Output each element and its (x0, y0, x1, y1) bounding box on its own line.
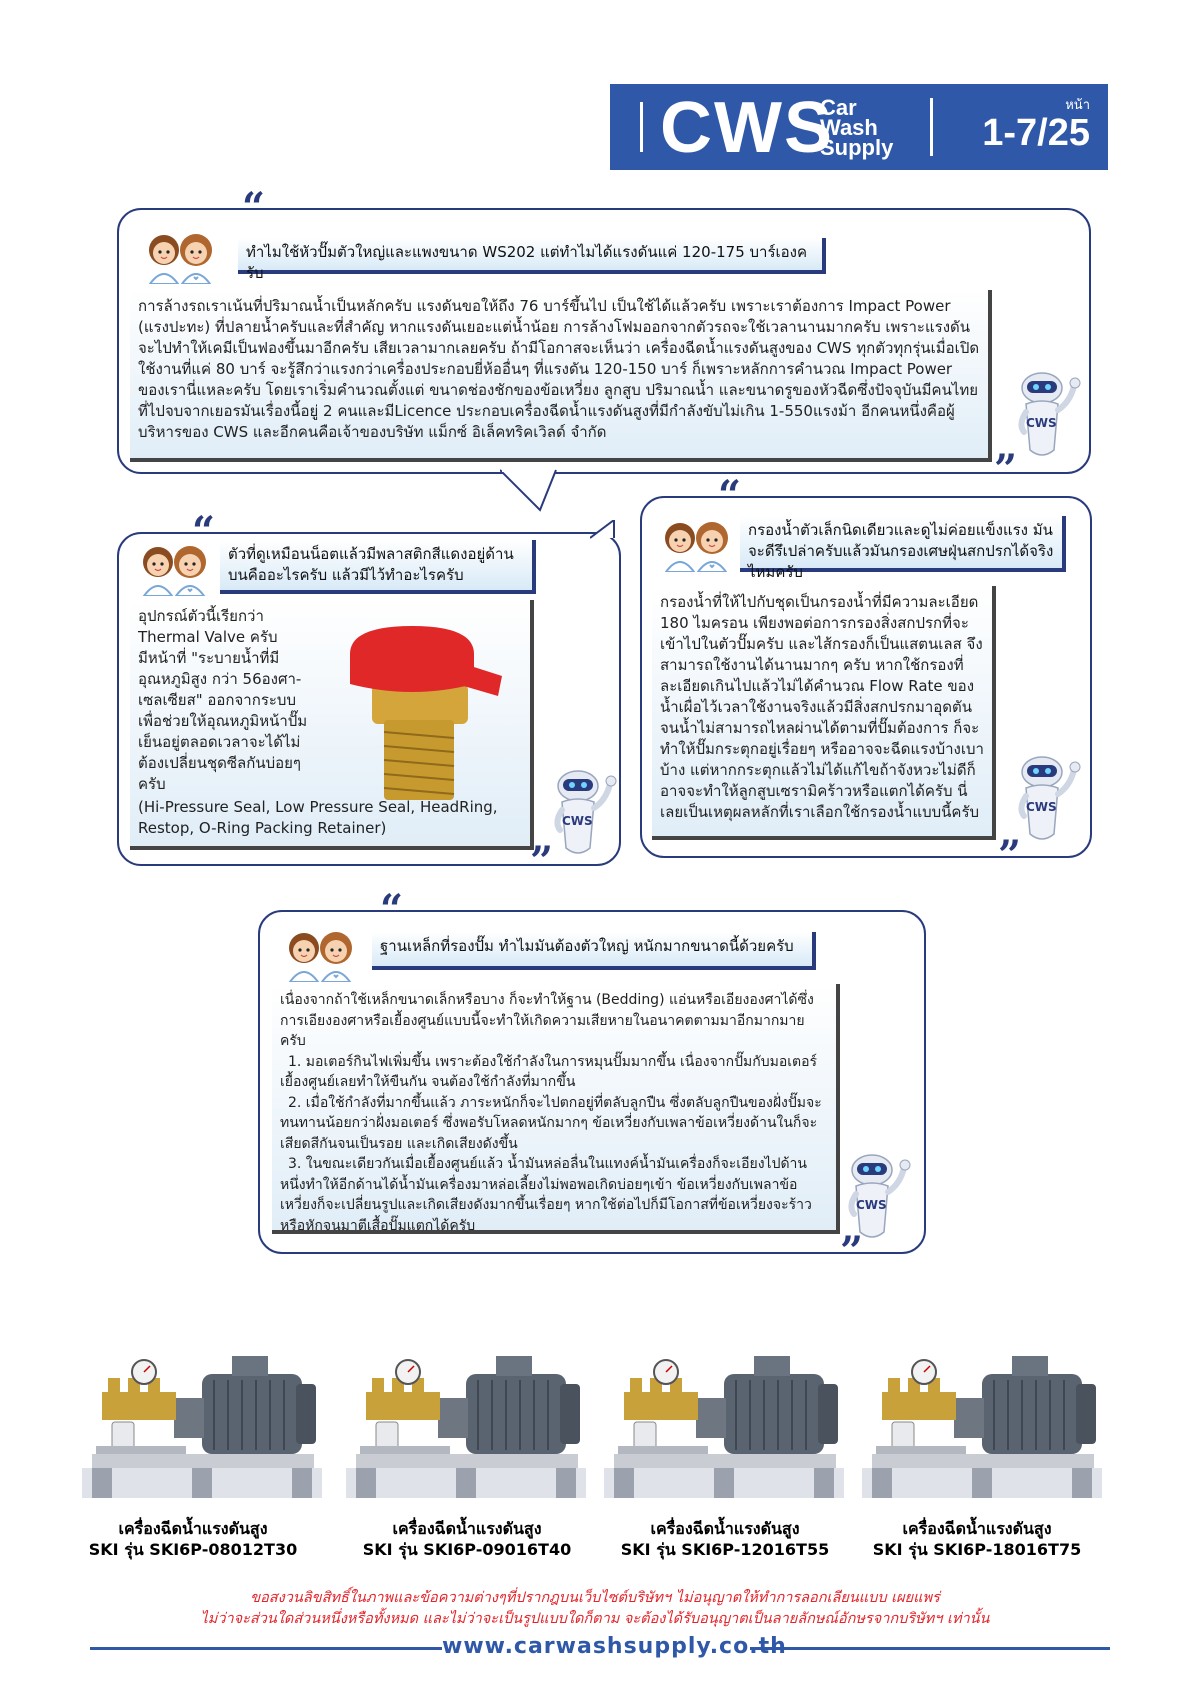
header-banner: CWS Car Wash Supply หน้า 1-7/25 (610, 84, 1108, 170)
logo-sub-line-3: Supply (820, 135, 894, 160)
kids-avatar-icon (282, 926, 360, 982)
product-name: เครื่องฉีดน้ำแรงดันสูง (650, 1519, 800, 1538)
open-quote-icon: “ (380, 886, 404, 933)
pressure-washer-image (604, 1328, 844, 1506)
product-name: เครื่องฉีดน้ำแรงดันสูง (118, 1519, 268, 1538)
website-link[interactable]: www.carwashsupply.co.th (442, 1634, 787, 1659)
product-model: SKI รุ่น SKI6P-18016T75 (872, 1540, 1082, 1559)
product-name: เครื่องฉีดน้ำแรงดันสูง (902, 1519, 1052, 1538)
logo-subtitle: Car Wash Supply (820, 95, 894, 160)
copyright-line-1: ขอสงวนลิขสิทธิ์ในภาพและข้อความต่างๆที่ปร… (250, 1590, 940, 1606)
close-quote-icon: ” (530, 838, 554, 885)
open-quote-icon: “ (192, 508, 216, 555)
pressure-washer-image (346, 1328, 586, 1506)
thermal-valve-image (350, 626, 502, 800)
cws-logo: CWS (660, 88, 834, 168)
close-quote-icon: ” (994, 446, 1018, 493)
kids-avatar-icon (658, 516, 736, 572)
product-model: SKI รุ่น SKI6P-12016T55 (620, 1540, 830, 1559)
answer-4-point-1: 1. มอเตอร์กินไฟเพิ่มขึ้น เพราะต้องใช้กำล… (280, 1053, 818, 1091)
answer-3: กรองน้ำที่ให้ไปกับชุดเป็นกรองน้ำที่มีควา… (652, 586, 996, 840)
logo-sub-line-1: Car (820, 95, 857, 120)
footer-divider-right (750, 1647, 1110, 1650)
question-2: ตัวที่ดูเหมือนน็อตแล้วมีพลาสติกสีแดงอยู่… (220, 540, 536, 594)
answer-4-point-2: 2. เมื่อใช้กำลังที่มากขึ้นแล้ว ภาระหนักก… (280, 1094, 822, 1152)
kids-avatar-icon (142, 228, 220, 284)
robot-badge: CWS (562, 814, 593, 828)
footer-divider-left (90, 1647, 442, 1650)
robot-badge: CWS (1026, 416, 1057, 430)
robot-badge: CWS (1026, 800, 1057, 814)
product-name: เครื่องฉีดน้ำแรงดันสูง (392, 1519, 542, 1538)
pressure-washer-image (82, 1328, 322, 1506)
header-divider-left (640, 102, 643, 152)
pressure-washer-image (862, 1328, 1102, 1506)
product-model: SKI รุ่น SKI6P-08012T30 (88, 1540, 298, 1559)
question-4: ฐานเหล็กที่รองปั๊ม ทำไมมันต้องตัวใหญ่ หน… (372, 932, 816, 970)
question-1: ทำไมใช้หัวปั๊มตัวใหญ่และแพงขนาด WS202 แต… (238, 238, 826, 282)
answer-4-intro: เนื่องจากถ้าใช้เหล็กขนาดเล็กหรือบาง ก็จะ… (280, 992, 814, 1049)
product-caption-2: เครื่องฉีดน้ำแรงดันสูง SKI รุ่น SKI6P-09… (342, 1518, 592, 1560)
robot-badge: CWS (856, 1198, 887, 1212)
product-model: SKI รุ่น SKI6P-09016T40 (362, 1540, 572, 1559)
copyright-note: ขอสงวนลิขสิทธิ์ในภาพและข้อความต่างๆที่ปร… (0, 1588, 1190, 1630)
answer-4-point-3: 3. ในขณะเดียวกันเมื่อเยื้องศูนย์แล้ว น้ำ… (280, 1156, 812, 1234)
answer-1: การล้างรถเราเน้นที่ปริมาณน้ำเป็นหลักครับ… (130, 290, 992, 462)
open-quote-icon: “ (718, 472, 742, 519)
product-caption-3: เครื่องฉีดน้ำแรงดันสูง SKI รุ่น SKI6P-12… (600, 1518, 850, 1560)
copyright-line-2: ไม่ว่าจะส่วนใดส่วนหนึ่งหรือทั้งหมด และไม… (200, 1611, 990, 1627)
page-label: หน้า (1065, 98, 1090, 113)
bubble-tail-2 (590, 520, 615, 539)
answer-2-note: (Hi-Pressure Seal, Low Pressure Seal, He… (138, 798, 498, 837)
header-divider-right (930, 98, 933, 156)
close-quote-icon: ” (998, 832, 1022, 879)
close-quote-icon: ” (840, 1228, 864, 1275)
page-number: 1-7/25 (982, 112, 1090, 154)
question-3: กรองน้ำตัวเล็กนิดเดียวและดูไม่ค่อยแข็งแร… (740, 516, 1066, 581)
answer-2: อุปกรณ์ตัวนี้เรียกว่า Thermal Valve ครับ… (138, 607, 308, 793)
kids-avatar-icon (136, 540, 214, 596)
open-quote-icon: “ (242, 184, 266, 231)
logo-sub-line-2: Wash (820, 115, 878, 140)
bubble-tail-1 (500, 468, 557, 512)
answer-4: เนื่องจากถ้าใช้เหล็กขนาดเล็กหรือบาง ก็จะ… (272, 984, 840, 1234)
product-caption-1: เครื่องฉีดน้ำแรงดันสูง SKI รุ่น SKI6P-08… (68, 1518, 318, 1560)
product-caption-4: เครื่องฉีดน้ำแรงดันสูง SKI รุ่น SKI6P-18… (852, 1518, 1102, 1560)
